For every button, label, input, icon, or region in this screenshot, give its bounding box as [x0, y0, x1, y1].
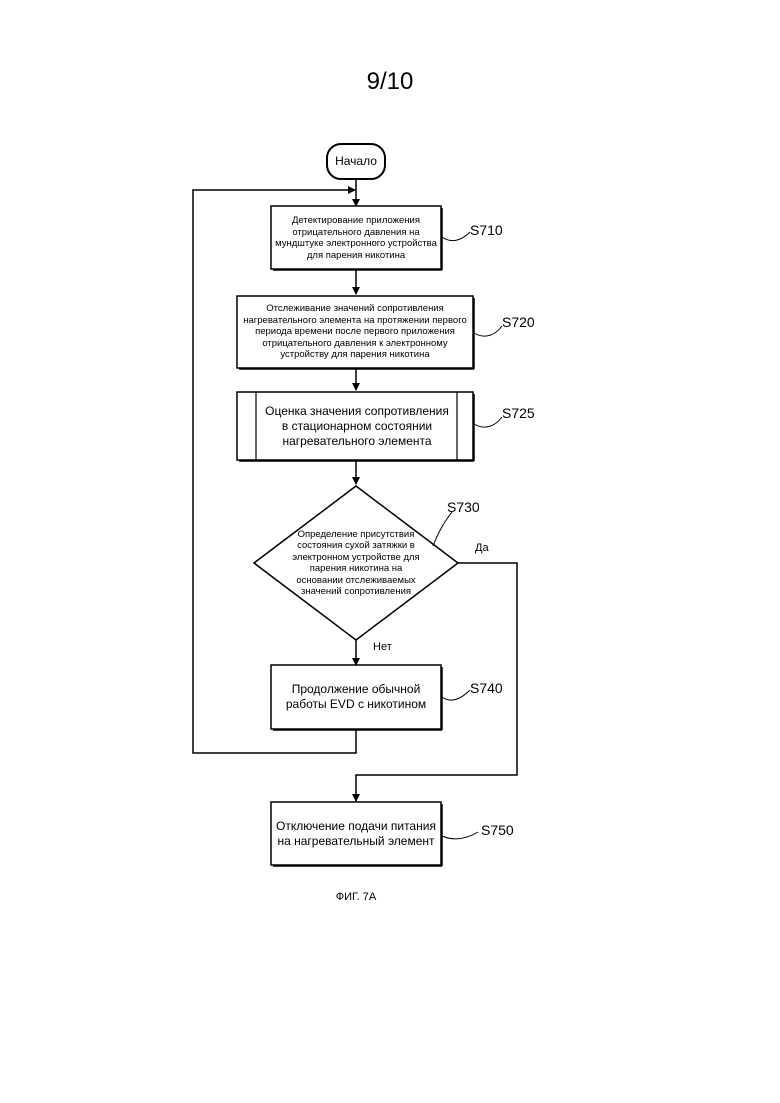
s725-id: S725 — [502, 405, 535, 421]
figure-caption: ФИГ. 7А — [0, 891, 712, 903]
s740-text: Продолжение обычной работы EVD с никотин… — [276, 669, 436, 725]
s740-id: S740 — [470, 680, 503, 696]
s720-leader — [474, 326, 502, 336]
s710-leader — [442, 232, 470, 241]
no-label: Нет — [373, 641, 392, 653]
s725-leader — [474, 417, 502, 427]
s750-id: S750 — [481, 822, 514, 838]
s710-text: Детектирование приложения отрицательного… — [274, 209, 438, 267]
s730-id: S730 — [447, 499, 480, 515]
s740-leader — [442, 690, 470, 700]
s720-id: S720 — [502, 314, 535, 330]
s750-leader — [442, 832, 478, 839]
s725-text: Оценка значения сопротивления в стациона… — [262, 395, 452, 457]
s710-id: S710 — [470, 222, 503, 238]
s720-text: Отслеживание значений сопротивления нагр… — [241, 299, 469, 365]
yes-label: Да — [475, 542, 489, 554]
s730-text: Определение присутствия состояния сухой … — [286, 520, 426, 606]
s730-leader — [433, 512, 452, 546]
start-label: Начало — [327, 144, 385, 179]
s750-text: Отключение подачи питания на нагреватель… — [276, 806, 436, 861]
